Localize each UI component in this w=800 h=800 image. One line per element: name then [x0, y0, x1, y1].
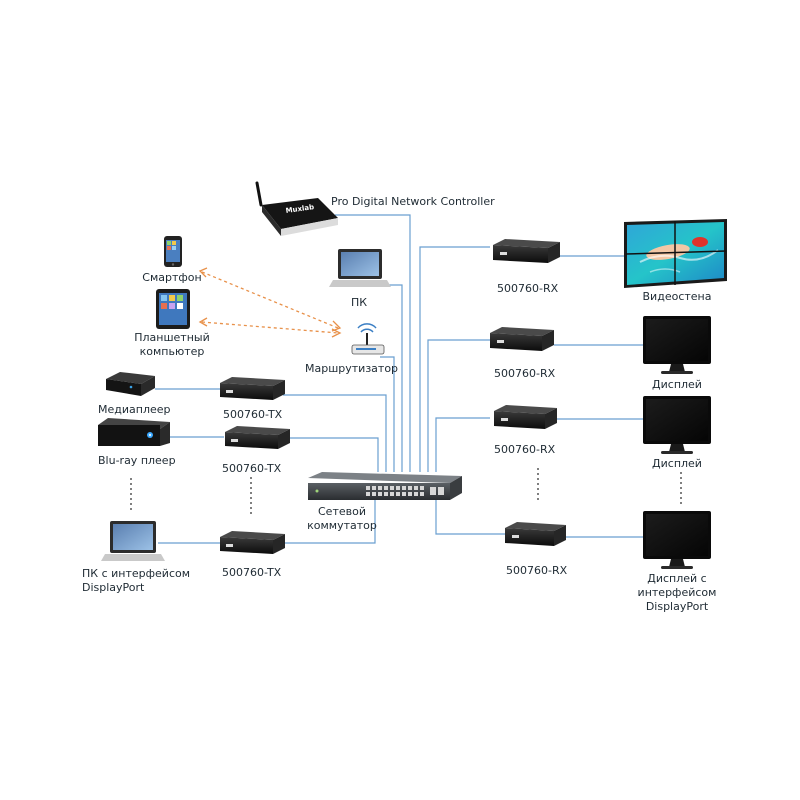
tablet-label: Планшетный компьютер: [134, 331, 210, 358]
video-wall-icon: [624, 219, 727, 288]
wire-tx3: [285, 500, 376, 544]
monitor-icon-display-dp: [643, 511, 711, 569]
rx3-label: 500760-RX: [494, 443, 556, 456]
router-label: Маршрутизатор: [305, 362, 399, 375]
extender-box-icon-tx1: [220, 377, 285, 400]
tx1-label: 500760-TX: [223, 408, 283, 421]
wire-rx3: [435, 417, 490, 472]
pc-dp-label: ПК с интерфейсом DisplayPort: [82, 567, 191, 594]
wifi-router-icon: [351, 323, 385, 355]
media-player-label: Медиаплеер: [98, 403, 171, 416]
tx2-label: 500760-TX: [222, 462, 282, 475]
extender-box-icon-tx3: [220, 531, 285, 554]
extender-box-icon-rx4: [505, 522, 566, 546]
wifi-arrow-tablet-a: [198, 317, 208, 327]
laptop-dp-icon: [101, 521, 165, 561]
continuation-dots: [130, 468, 682, 515]
wire-rx1: [419, 246, 490, 472]
smartphone-label: Смартфон: [142, 271, 202, 284]
extender-box-icon-rx1: [493, 239, 560, 263]
wire-controller: [335, 214, 411, 472]
rx1-label: 500760-RX: [497, 282, 559, 295]
laptop-icon: [329, 249, 391, 287]
bluray-label: Blu-ray плеер: [98, 454, 176, 467]
wifi-arrow-smartphone-a: [198, 267, 208, 278]
tablet-icon: [156, 289, 190, 329]
rx2-label: 500760-RX: [494, 367, 556, 380]
wire-tx1: [283, 394, 387, 472]
extender-box-icon-tx2: [225, 426, 290, 449]
display-dp-label: Дисплей с интерфейсом DisplayPort: [637, 572, 717, 613]
display1-label: Дисплей: [652, 378, 702, 391]
wifi-arrow-tablet-b: [331, 328, 342, 338]
controller-brand-text: Muxlab: [285, 203, 314, 215]
display2-label: Дисплей: [652, 457, 702, 470]
wifi-link-smartphone: [201, 271, 339, 329]
network-wires: [155, 214, 643, 544]
wire-pc: [380, 284, 403, 472]
media-player-icon: [106, 372, 155, 396]
wire-router: [380, 356, 395, 472]
switch-label: Сетевой коммутатор: [307, 505, 377, 532]
wire-tx2: [289, 437, 379, 472]
videowall-label: Видеостена: [642, 290, 712, 303]
rx4-label: 500760-RX: [506, 564, 568, 577]
wifi-link-tablet: [201, 321, 339, 334]
monitor-icon-display1: [643, 316, 711, 374]
tx3-label: 500760-TX: [222, 566, 282, 579]
wifi-links: [198, 267, 342, 338]
network-switch-icon: [308, 472, 462, 500]
controller-label: Pro Digital Network Controller: [331, 195, 495, 208]
monitor-icon-display2: [643, 396, 711, 454]
smartphone-icon: [164, 236, 182, 267]
pc-label: ПК: [350, 296, 368, 309]
bluray-player-icon: [98, 418, 170, 446]
router-with-antenna-icon: Muxlab: [255, 181, 338, 236]
wire-rx2: [427, 339, 490, 472]
extender-box-icon-rx2: [490, 327, 554, 351]
wire-rx4: [435, 500, 505, 535]
extender-box-icon-rx3: [494, 405, 557, 429]
